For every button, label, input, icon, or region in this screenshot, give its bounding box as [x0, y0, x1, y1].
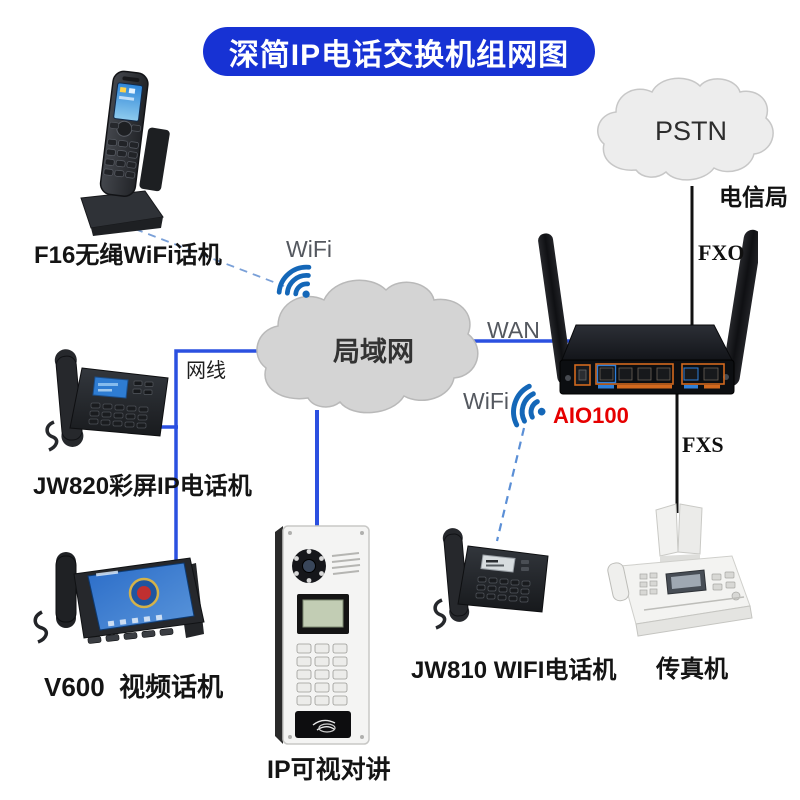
wifi-lan-label: WiFi	[286, 236, 332, 262]
jw810-phone-image	[433, 528, 549, 630]
router-image	[538, 229, 758, 395]
f16-caption: F16无绳WiFi话机	[34, 242, 222, 269]
v600-caption: V600 视频话机	[44, 672, 224, 702]
jw820-caption: JW820彩屏IP电话机	[33, 473, 252, 500]
intercom-caption: IP可视对讲	[267, 756, 391, 784]
pstn-cloud	[597, 77, 774, 181]
fxs-label: FXS	[682, 432, 724, 457]
jw820-phone-image	[45, 349, 169, 452]
fxo-label: FXO	[698, 240, 745, 265]
diagram-title: 深简IP电话交换机组网图	[228, 38, 570, 72]
ethernet-label: 网线	[186, 360, 226, 382]
wifi-router-label: WiFi	[463, 388, 509, 414]
wan-label: WAN	[487, 317, 540, 343]
title-banner: 深简IP电话交换机组网图	[203, 27, 595, 76]
telecom-office-label: 电信局	[719, 184, 788, 210]
f16-phone-image	[80, 70, 170, 236]
v600-phone-image	[33, 552, 205, 644]
pstn-cloud-label: PSTN	[655, 116, 728, 146]
wifi-router-icon	[498, 378, 561, 438]
lan-cloud	[256, 279, 479, 414]
wifi-lan-icon	[265, 252, 330, 318]
jw810-caption: JW810 WIFI电话机	[411, 657, 617, 684]
intercom-image	[275, 525, 370, 745]
lan-cloud-label: 局域网	[333, 337, 414, 367]
fax-caption: 传真机	[656, 656, 728, 683]
router-model-label: AIO100	[553, 403, 629, 428]
fax-machine-image	[607, 503, 753, 637]
